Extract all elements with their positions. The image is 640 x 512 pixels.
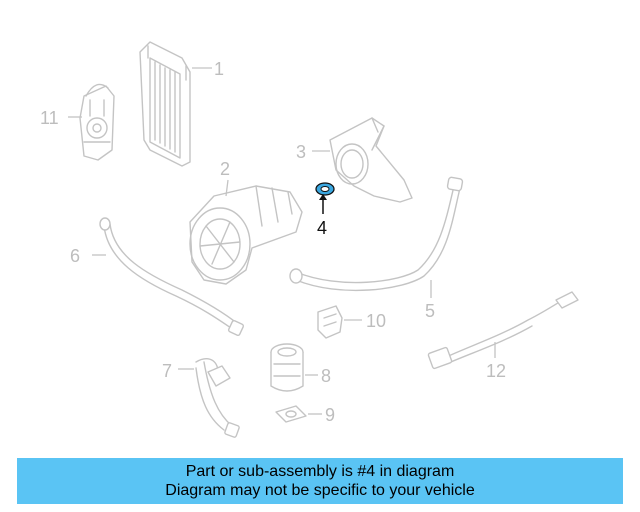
- callout-5: 5: [425, 301, 435, 321]
- part-3-bracket[interactable]: [312, 117, 413, 203]
- parts-diagram: 1 11 2 3 4: [40, 41, 579, 438]
- part-2-air-pump[interactable]: [189, 179, 303, 285]
- callout-10: 10: [366, 311, 386, 331]
- banner-line-2: Diagram may not be specific to your vehi…: [165, 482, 475, 499]
- info-banner: Part or sub-assembly is #4 in diagram Di…: [17, 458, 623, 504]
- callout-6: 6: [70, 246, 80, 266]
- callout-12: 12: [486, 361, 506, 381]
- part-10-sensor[interactable]: [317, 305, 362, 339]
- part-7-pipe[interactable]: [178, 358, 240, 438]
- part-5-hose[interactable]: [289, 176, 464, 298]
- callout-1: 1: [214, 59, 224, 79]
- callout-4: 4: [317, 218, 327, 238]
- callout-7: 7: [162, 361, 172, 381]
- callout-11: 11: [40, 108, 59, 128]
- part-4-seal[interactable]: [315, 182, 335, 214]
- callout-9: 9: [325, 405, 335, 425]
- part-9-gasket[interactable]: [275, 405, 322, 423]
- banner-line-1: Part or sub-assembly is #4 in diagram: [185, 463, 455, 480]
- part-1-radiator[interactable]: [139, 41, 212, 167]
- callout-2: 2: [220, 159, 230, 179]
- callout-3: 3: [296, 142, 306, 162]
- part-8-valve[interactable]: [270, 343, 318, 392]
- part-12-o2-sensor[interactable]: [427, 291, 579, 370]
- part-11-valve[interactable]: [68, 83, 115, 161]
- callout-8: 8: [321, 366, 331, 386]
- part-6-hose[interactable]: [92, 217, 245, 337]
